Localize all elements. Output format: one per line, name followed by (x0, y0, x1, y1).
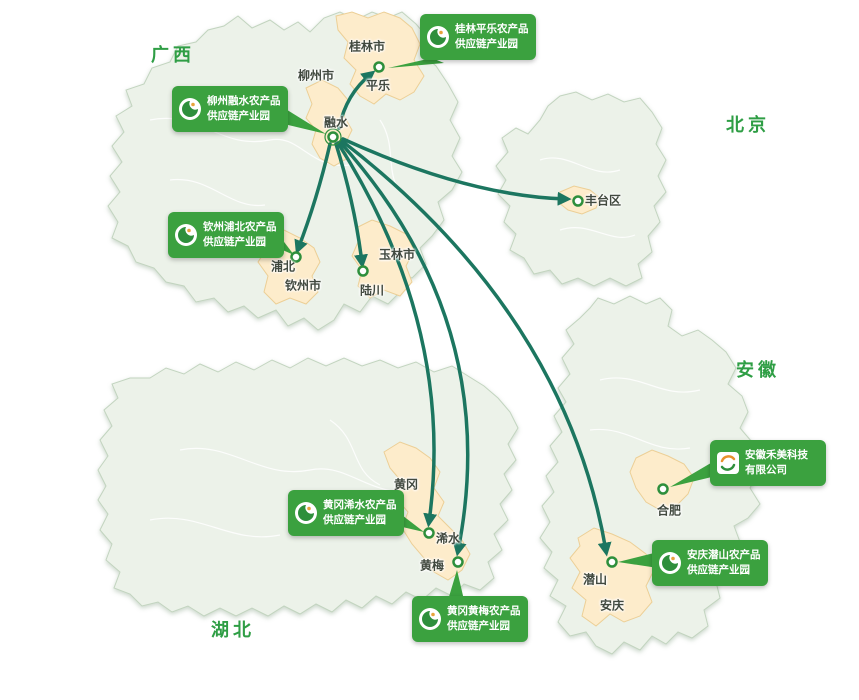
flow-arrow-rongshui-to-huangmei (338, 140, 470, 557)
flow-arrow-rongshui-to-pingle (337, 70, 376, 130)
city-label-pingle: 平乐 (365, 78, 391, 93)
park-name-line1: 柳州融水农产品 (207, 94, 281, 107)
company-name-line2: 有限公司 (745, 464, 787, 476)
callout-liuzhou-rongshui-park: 柳州融水农产品 供应链产业园 (172, 86, 288, 132)
callout-huanggang-xishui-park: 黄冈浠水农产品 供应链产业园 (288, 490, 404, 536)
park-logo-icon (418, 607, 442, 631)
city-label-hefei: 合肥 (656, 503, 682, 518)
park-name-line1: 桂林平乐农产品 (455, 22, 529, 35)
marker-fengtai (572, 195, 584, 207)
city-label-guilin: 桂林市 (348, 39, 386, 54)
callout-guilin-pingle-park: 桂林平乐农产品 供应链产业园 (420, 14, 536, 60)
guilin-highlight-region (335, 11, 425, 105)
callout-pointer (670, 460, 716, 487)
company-name-line1: 安徽禾美科技 (745, 448, 808, 461)
park-logo-icon (294, 501, 318, 525)
province-label-beijing: 北京 (726, 115, 770, 135)
province-label-anhui: 安徽 (736, 360, 780, 380)
park-name-line2: 供应链产业园 (323, 514, 386, 526)
marker-xishui (423, 527, 435, 539)
callout-pointer (448, 570, 464, 600)
park-name-line2: 供应链产业园 (207, 110, 270, 122)
marker-rongshui-outer-ring (324, 128, 342, 146)
park-name-line1: 黄冈浠水农产品 (323, 498, 397, 511)
city-label-luchuan: 陆川 (359, 283, 385, 298)
flow-arrow-rongshui-to-fengtai (341, 137, 572, 206)
callout-pointer (398, 512, 424, 532)
province-label-guangxi: 广西 (151, 45, 195, 65)
hemei-company-logo-icon (716, 451, 740, 475)
park-name-line2: 供应链产业园 (203, 236, 266, 248)
park-name-line1: 黄冈黄梅农产品 (447, 604, 521, 617)
park-name-line2: 供应链产业园 (455, 38, 518, 50)
flow-arrow-rongshui-to-qianshan (340, 139, 612, 557)
callout-pointer (388, 58, 444, 68)
qianshan-anqing-highlight-region (569, 527, 655, 627)
park-logo-icon (174, 223, 198, 247)
marker-hefei (657, 483, 669, 495)
flow-arrow-rongshui-to-xishui (336, 141, 438, 528)
callout-pointer (618, 552, 658, 568)
park-name-line2: 供应链产业园 (447, 620, 510, 632)
city-label-yulin: 玉林市 (378, 247, 416, 262)
park-logo-icon (426, 25, 450, 49)
city-label-rongshui: 融水 (323, 115, 349, 130)
marker-huangmei (452, 556, 464, 568)
callout-anqing-qianshan-park: 安庆潜山农产品 供应链产业园 (652, 540, 768, 586)
city-label-qianshan: 潜山 (582, 572, 608, 587)
flow-arrow-rongshui-to-pubei (294, 142, 332, 255)
park-name-line1: 安庆潜山农产品 (687, 548, 761, 561)
city-label-huanggang: 黄冈 (393, 477, 419, 492)
city-label-pubei: 浦北 (270, 259, 296, 274)
park-logo-icon (178, 97, 202, 121)
park-name-line1: 钦州浦北农产品 (203, 220, 277, 233)
hefei-highlight-region (629, 449, 695, 511)
city-label-xishui: 浠水 (435, 531, 461, 546)
city-label-anqing: 安庆 (599, 598, 625, 613)
city-label-huangmei: 黄梅 (419, 558, 445, 573)
hubei-province-shape (97, 357, 519, 617)
marker-rongshui (327, 131, 339, 143)
marker-qianshan (606, 556, 618, 568)
callout-anhui-hemei-company: 安徽禾美科技 有限公司 (710, 440, 826, 486)
park-logo-icon (658, 551, 682, 575)
callout-qinzhou-pubei-park: 钦州浦北农产品 供应链产业园 (168, 212, 284, 258)
marker-pubei (290, 251, 302, 263)
park-name-line2: 供应链产业园 (687, 564, 750, 576)
marker-pingle (373, 61, 385, 73)
flow-arrow-rongshui-to-luchuan (334, 142, 368, 269)
province-label-hubei: 湖北 (211, 620, 255, 640)
city-label-liuzhou: 柳州市 (297, 68, 335, 83)
city-label-qinzhou: 钦州市 (284, 278, 322, 293)
marker-luchuan (357, 265, 369, 277)
callout-huanggang-huangmei-park: 黄冈黄梅农产品 供应链产业园 (412, 596, 528, 642)
city-label-fengtai: 丰台区 (584, 193, 622, 208)
callout-pointer (284, 108, 326, 134)
